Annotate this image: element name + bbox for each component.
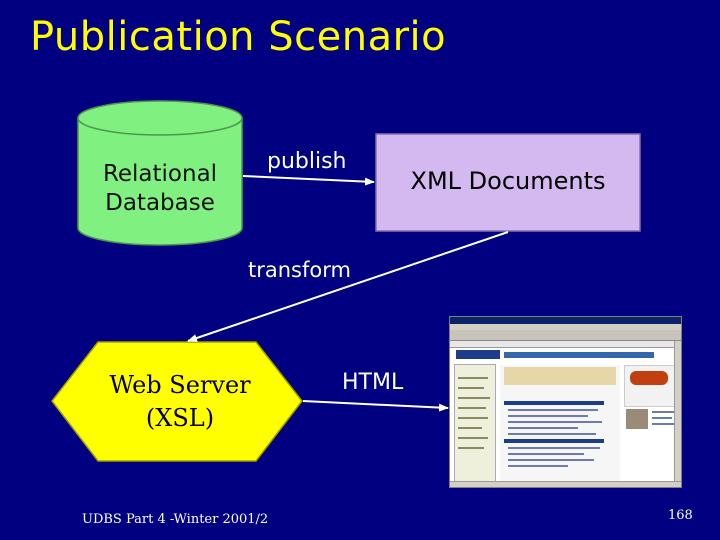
xml-documents-box [375, 133, 641, 232]
screenshot-text-line [458, 417, 488, 419]
screenshot-text-line [652, 417, 672, 419]
screenshot-text-line [652, 411, 674, 413]
screenshot-menubar [450, 324, 681, 330]
screenshot-text-line [508, 409, 598, 411]
slide-footer: UDBS Part 4 -Winter 2001/2 [82, 512, 269, 527]
database-label: Relational Database [80, 160, 240, 218]
screenshot-text-line [458, 387, 484, 389]
screenshot-site-section-band [504, 401, 604, 405]
screenshot-text-line [508, 415, 588, 417]
screenshot-text-line [508, 421, 602, 423]
screenshot-site-logo [456, 350, 500, 359]
web-server-label-text: Web Server (XSL) [109, 371, 251, 432]
screenshot-site-section-band [504, 439, 604, 443]
transform-label: transform [248, 258, 351, 282]
screenshot-ad-image [626, 409, 648, 429]
web-server-hexagon [51, 341, 303, 462]
screenshot-text-line [458, 377, 488, 379]
web-server-label: Web Server (XSL) [90, 369, 270, 435]
screenshot-statusbar [450, 481, 681, 487]
screenshot-text-line [458, 437, 488, 439]
browser-screenshot-image [449, 316, 682, 488]
screenshot-text-line [508, 433, 596, 435]
screenshot-text-line [458, 447, 484, 449]
database-cylinder [77, 100, 243, 246]
screenshot-titlebar [450, 317, 681, 324]
screenshot-text-line [652, 423, 674, 425]
screenshot-site-banner [504, 367, 616, 385]
screenshot-text-line [508, 453, 584, 455]
screenshot-text-line [508, 447, 600, 449]
html-arrow [302, 400, 449, 412]
screenshot-text-line [508, 459, 594, 461]
screenshot-ad-logo [630, 371, 668, 385]
screenshot-toolbar [450, 330, 681, 341]
screenshot-text-line [458, 397, 490, 399]
slide-title: Publication Scenario [30, 14, 447, 60]
xml-documents-label: XML Documents [410, 167, 606, 195]
screenshot-scrollbar [674, 341, 681, 487]
database-label-text: Relational Database [102, 161, 218, 216]
publish-label: publish [267, 149, 347, 174]
screenshot-site-navbar [504, 352, 654, 358]
screenshot-text-line [458, 427, 482, 429]
publish-arrow [242, 175, 375, 186]
page-number: 168 [668, 508, 693, 523]
screenshot-addressbar [450, 341, 681, 348]
screenshot-text-line [508, 427, 578, 429]
screenshot-text-line [458, 407, 486, 409]
transform-arrow [187, 231, 509, 342]
html-label: HTML [342, 370, 404, 395]
screenshot-site-sidebar [454, 364, 496, 484]
screenshot-text-line [508, 465, 568, 467]
